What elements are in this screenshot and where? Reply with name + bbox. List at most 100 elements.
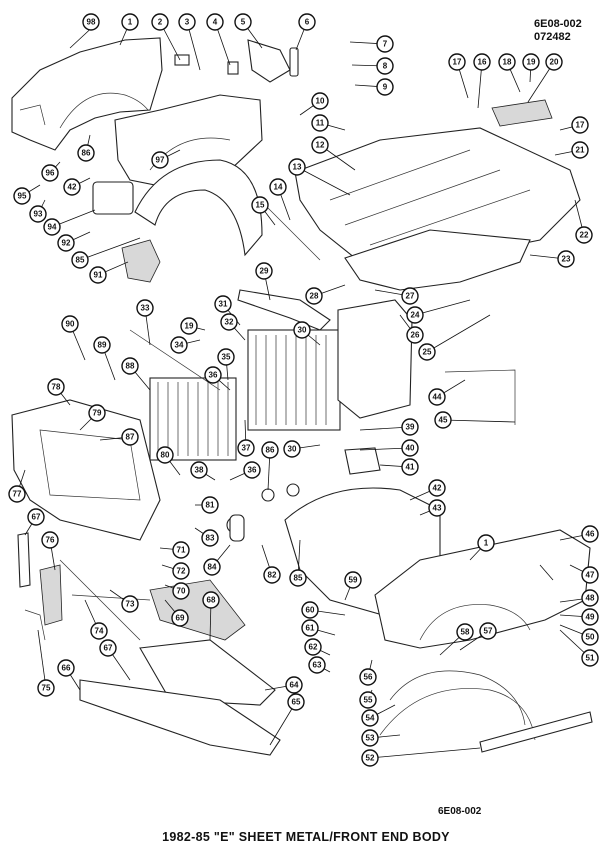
svg-text:82: 82: [268, 571, 277, 580]
svg-text:10: 10: [316, 97, 325, 106]
callout-72: 72: [172, 562, 190, 580]
svg-text:36: 36: [209, 371, 218, 380]
svg-text:24: 24: [411, 311, 420, 320]
svg-text:19: 19: [527, 58, 536, 67]
svg-text:57: 57: [484, 627, 493, 636]
svg-text:39: 39: [406, 423, 415, 432]
svg-text:7: 7: [383, 40, 388, 49]
callout-98: 98: [82, 13, 100, 31]
callout-14: 14: [269, 178, 287, 196]
callout-11: 11: [311, 114, 329, 132]
callout-97: 97: [151, 151, 169, 169]
callout-43: 43: [428, 499, 446, 517]
svg-text:50: 50: [586, 633, 595, 642]
svg-text:27: 27: [406, 292, 415, 301]
callout-5: 5: [234, 13, 252, 31]
callout-22: 22: [575, 226, 593, 244]
svg-text:85: 85: [76, 256, 85, 265]
callout-71: 71: [172, 541, 190, 559]
callout-53: 53: [361, 729, 379, 747]
callout-84: 84: [203, 558, 221, 576]
callout-67-upper: 67: [27, 508, 45, 526]
svg-text:54: 54: [366, 714, 375, 723]
callout-7: 7: [376, 35, 394, 53]
svg-text:41: 41: [406, 463, 415, 472]
svg-text:69: 69: [176, 614, 185, 623]
callout-42-upper: 42: [63, 178, 81, 196]
callout-95: 95: [13, 187, 31, 205]
callout-86-upper: 86: [77, 144, 95, 162]
callout-75: 75: [37, 679, 55, 697]
callout-80: 80: [156, 446, 174, 464]
callout-23: 23: [557, 250, 575, 268]
svg-text:64: 64: [290, 681, 299, 690]
callout-69: 69: [171, 609, 189, 627]
svg-text:1: 1: [484, 539, 489, 548]
svg-text:87: 87: [126, 433, 135, 442]
svg-text:67: 67: [32, 513, 41, 522]
callout-34: 34: [170, 336, 188, 354]
callout-36-lower: 36: [243, 461, 261, 479]
callout-78: 78: [47, 378, 65, 396]
svg-text:35: 35: [222, 353, 231, 362]
figure-code-top-line2: 072482: [534, 31, 571, 43]
svg-text:12: 12: [316, 141, 325, 150]
svg-text:45: 45: [439, 416, 448, 425]
callout-79: 79: [88, 404, 106, 422]
svg-text:59: 59: [349, 576, 358, 585]
svg-text:8: 8: [383, 62, 388, 71]
callout-42-lower: 42: [428, 479, 446, 497]
svg-text:56: 56: [364, 673, 373, 682]
callout-36-upper: 36: [204, 366, 222, 384]
callout-15: 15: [251, 196, 269, 214]
callout-20: 20: [545, 53, 563, 71]
fan-shroud-drawing: [337, 299, 413, 419]
callout-76: 76: [41, 531, 59, 549]
callout-49: 49: [581, 608, 599, 626]
callout-85-upper: 85: [71, 251, 89, 269]
svg-text:17: 17: [453, 58, 462, 67]
svg-text:78: 78: [52, 383, 61, 392]
svg-text:1: 1: [128, 18, 133, 27]
callout-92: 92: [57, 234, 75, 252]
callout-68: 68: [202, 591, 220, 609]
callout-64: 64: [285, 676, 303, 694]
callout-73: 73: [121, 595, 139, 613]
svg-text:51: 51: [586, 654, 595, 663]
svg-text:30: 30: [298, 326, 307, 335]
svg-text:88: 88: [126, 362, 135, 371]
svg-text:76: 76: [46, 536, 55, 545]
svg-text:67: 67: [104, 644, 113, 653]
callout-4: 4: [206, 13, 224, 31]
callout-86-lower: 86: [261, 441, 279, 459]
callout-24: 24: [406, 306, 424, 324]
figure-code-top-line1: 6E08-002: [534, 18, 582, 30]
svg-text:38: 38: [195, 466, 204, 475]
svg-text:84: 84: [208, 563, 217, 572]
svg-text:74: 74: [95, 627, 104, 636]
callout-63: 63: [308, 656, 326, 674]
callout-8: 8: [376, 57, 394, 75]
svg-text:36: 36: [248, 466, 257, 475]
left-fender-drawing: [11, 37, 163, 151]
callout-60: 60: [301, 601, 319, 619]
svg-text:25: 25: [423, 348, 432, 357]
callout-13: 13: [288, 158, 306, 176]
callout-39: 39: [401, 418, 419, 436]
callout-21: 21: [571, 141, 589, 159]
callout-44: 44: [428, 388, 446, 406]
svg-text:49: 49: [586, 613, 595, 622]
callout-55: 55: [359, 691, 377, 709]
callout-83: 83: [201, 529, 219, 547]
svg-text:21: 21: [576, 146, 585, 155]
callout-31: 31: [214, 295, 232, 313]
callout-3: 3: [178, 13, 196, 31]
callout-85-lower: 85: [289, 569, 307, 587]
callout-90: 90: [61, 315, 79, 333]
svg-text:17: 17: [576, 121, 585, 130]
svg-text:30: 30: [288, 445, 297, 454]
svg-text:91: 91: [94, 271, 103, 280]
callout-88: 88: [121, 357, 139, 375]
svg-text:29: 29: [260, 267, 269, 276]
svg-text:52: 52: [366, 754, 375, 763]
